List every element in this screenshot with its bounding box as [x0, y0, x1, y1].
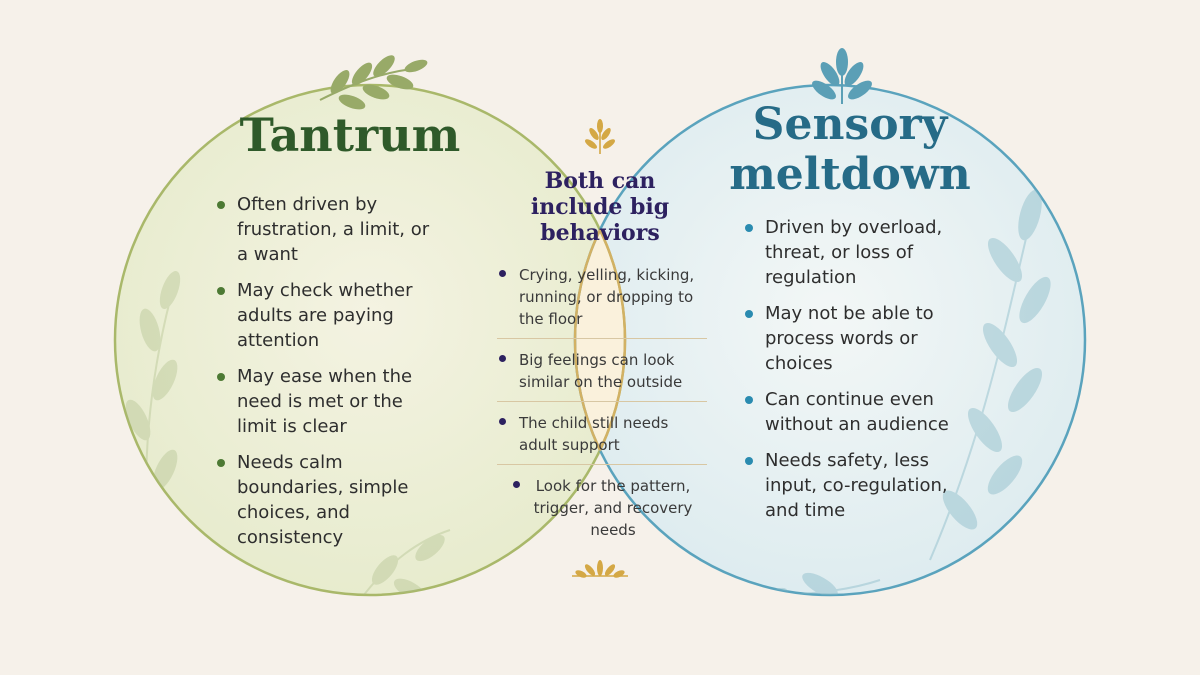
right-list: Driven by overload, threat, or loss of r… [743, 215, 973, 534]
right-circle [575, 85, 1085, 595]
bullet-icon [217, 201, 225, 209]
wheat-sprig-icon [585, 119, 615, 154]
bullet-icon [745, 396, 753, 404]
overlap-title: Both can include big behaviors [530, 168, 670, 246]
bullet-icon [745, 310, 753, 318]
bullet-icon [745, 457, 753, 465]
list-item: The child still needs adult support [497, 410, 707, 465]
list-item: Big feelings can look similar on the out… [497, 347, 707, 402]
list-item: May check whether adults are paying atte… [215, 278, 435, 353]
bullet-icon [499, 418, 506, 425]
list-item: Needs calm boundaries, simple choices, a… [215, 450, 435, 550]
list-item: Look for the pattern, trigger, and recov… [497, 473, 707, 549]
overlap-list: Crying, yelling, kicking, running, or dr… [497, 262, 707, 557]
leaf-sprig-icon [812, 48, 872, 104]
left-circle [115, 85, 625, 595]
left-list: Often driven by frustration, a limit, or… [215, 192, 435, 561]
list-item: May not be able to process words or choi… [743, 301, 973, 376]
bullet-icon [745, 224, 753, 232]
list-item: Crying, yelling, kicking, running, or dr… [497, 262, 707, 339]
leaf-sprig-icon [319, 55, 428, 110]
bullet-icon [217, 287, 225, 295]
list-item: Driven by overload, threat, or loss of r… [743, 215, 973, 290]
right-vine-decoration [699, 179, 1051, 595]
left-vine-decoration [125, 271, 451, 595]
right-title: Sensory meltdown [729, 99, 971, 200]
bullet-icon [513, 481, 520, 488]
list-item: Can continue even without an audience [743, 387, 973, 437]
list-item: Often driven by frustration, a limit, or… [215, 192, 435, 267]
bullet-icon [499, 355, 506, 362]
list-item: May ease when the need is met or the lim… [215, 364, 435, 439]
bullet-icon [499, 270, 506, 277]
list-item: Needs safety, less input, co-regulation,… [743, 448, 973, 523]
bullet-icon [217, 459, 225, 467]
wheat-sprig-icon [572, 560, 628, 578]
bullet-icon [217, 373, 225, 381]
left-title: Tantrum [239, 108, 461, 162]
